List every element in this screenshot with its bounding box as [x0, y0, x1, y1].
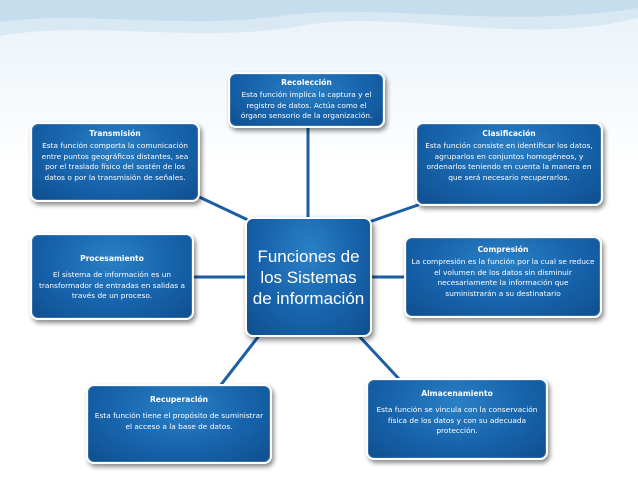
node-almacenamiento-desc: Esta función se vincula con la conservac… [376, 405, 538, 436]
node-procesamiento-title: Procesamiento [80, 254, 144, 263]
node-clasificacion: Clasificación Esta función consiste en i… [415, 122, 603, 206]
node-recuperacion-desc: Esta función tiene el propósito de sumin… [94, 411, 264, 431]
node-clasificacion-desc: Esta función consiste en identificar los… [425, 141, 593, 182]
node-recoleccion-desc: Esta función implica la captura y el reg… [240, 90, 373, 121]
node-procesamiento: Procesamiento El sistema de información … [30, 233, 194, 320]
node-clasificacion-title: Clasificación [482, 129, 536, 138]
node-recoleccion: Recolección Esta función implica la capt… [228, 72, 385, 128]
central-node: Funciones de los Sistemas de información [245, 217, 372, 337]
connector-clasificacion [367, 203, 420, 224]
central-title: Funciones de los Sistemas de información [252, 246, 365, 308]
node-transmision-desc: Esta función comporta la comunicación en… [41, 141, 189, 182]
node-recoleccion-title: Recolección [281, 78, 332, 87]
node-compresion-title: Compresión [477, 245, 529, 254]
node-procesamiento-desc: El sistema de información es un transfor… [38, 270, 186, 301]
background-wave [0, 0, 638, 36]
node-transmision: Transmisión Esta función comporta la com… [30, 122, 200, 202]
node-recuperacion: Recuperación Esta función tiene el propó… [86, 384, 272, 464]
node-compresion-desc: La compresión es la función por la cual … [411, 257, 595, 298]
node-transmision-title: Transmisión [89, 129, 141, 138]
connector-almacenamiento [358, 335, 402, 382]
node-compresion: Compresión La compresión es la función p… [404, 236, 602, 318]
node-almacenamiento: Almacenamiento Esta función se vincula c… [366, 378, 548, 460]
node-almacenamiento-title: Almacenamiento [421, 389, 493, 398]
connector-transmision [193, 193, 250, 222]
connector-recuperacion [218, 335, 260, 388]
node-recuperacion-title: Recuperación [149, 395, 209, 404]
